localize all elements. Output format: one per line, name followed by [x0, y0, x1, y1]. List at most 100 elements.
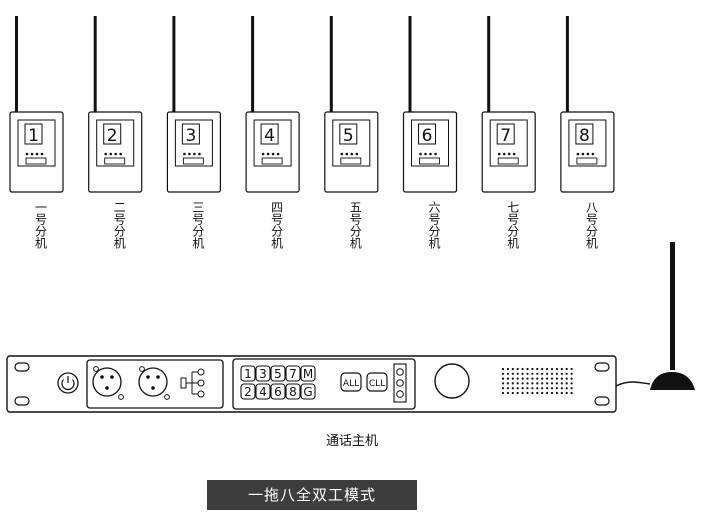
antenna-icon	[408, 16, 412, 112]
rack-slot-icon	[14, 396, 30, 406]
rack-slot-icon	[594, 396, 610, 406]
led-dot	[434, 152, 437, 156]
led-dot	[183, 152, 186, 156]
rack-slot-icon	[594, 362, 610, 372]
beltpack-unit: 3	[166, 16, 221, 193]
channel-key-label: 6	[274, 385, 282, 399]
antenna-icon	[487, 16, 491, 112]
channel-key: 3	[255, 365, 271, 382]
channel-number-box	[496, 123, 515, 145]
led-dot	[355, 152, 359, 156]
led-dot	[507, 152, 511, 156]
beltpack-display	[340, 157, 362, 165]
beltpack-display	[104, 157, 126, 165]
led-dot	[340, 152, 344, 156]
channel-key-label: 1	[244, 367, 252, 381]
host-label: 通话主机	[325, 434, 378, 449]
unit-label: 七号分机	[505, 201, 520, 249]
led-dot	[581, 152, 585, 156]
channel-number: 4	[264, 126, 275, 146]
led-dot	[30, 152, 34, 156]
unit-label: 一号分机	[33, 201, 48, 249]
channel-key: 8	[285, 383, 301, 400]
power-button-icon	[57, 372, 79, 394]
led-dot	[198, 152, 201, 156]
led-dot	[25, 152, 29, 156]
channel-number-box	[103, 123, 122, 145]
channel-key-label: 7	[289, 367, 297, 381]
mode-banner: 一拖八全双工模式	[207, 480, 417, 510]
led-dot	[271, 152, 275, 156]
channel-key: 2	[240, 383, 256, 400]
beltpack-unit: 8	[560, 16, 615, 193]
beltpack-display	[25, 157, 47, 165]
volume-knob-icon	[434, 363, 470, 399]
unit-label: 二号分机	[112, 201, 127, 249]
led-dot	[345, 152, 349, 156]
antenna-icon	[329, 16, 333, 112]
channel-number-box	[339, 123, 358, 145]
led-dot	[119, 152, 122, 156]
led-dot	[193, 152, 196, 156]
beltpack-unit: 1	[9, 16, 64, 193]
led-dot	[424, 152, 427, 156]
led-dot	[276, 152, 280, 156]
channel-number: 5	[343, 126, 354, 146]
channel-number: 3	[185, 126, 196, 146]
unit-label: 四号分机	[269, 201, 284, 249]
led-dot	[188, 152, 191, 156]
beltpack-display	[261, 157, 283, 165]
channel-key-label: G	[303, 385, 312, 399]
led-dot	[502, 152, 506, 156]
beltpack-unit: 5	[324, 16, 379, 193]
antenna-icon	[251, 16, 255, 112]
beltpack-display	[419, 157, 440, 165]
channel-key: 7	[285, 365, 301, 382]
channel-number: 7	[500, 126, 511, 146]
antenna-icon	[15, 16, 18, 112]
unit-label: 八号分机	[584, 201, 599, 249]
channel-number-box	[575, 123, 594, 145]
led-dot	[591, 152, 595, 156]
channel-key-label: M	[303, 367, 313, 381]
led-dot	[35, 152, 39, 156]
led-dot	[497, 152, 501, 156]
led-dot	[419, 152, 422, 156]
channel-key-label: 5	[274, 367, 282, 381]
channel-key: 1	[240, 365, 256, 382]
led-dot	[109, 152, 112, 156]
led-dot	[512, 152, 516, 156]
unit-label: 六号分机	[427, 201, 441, 249]
channel-number-box	[418, 123, 436, 145]
led-dot	[114, 152, 117, 156]
led-dot	[266, 152, 270, 156]
base-antenna-icon	[615, 242, 695, 390]
network-connector-icon	[180, 368, 205, 398]
antenna-icon	[565, 16, 569, 112]
xlr-connector-icon	[138, 366, 170, 400]
beltpack-display	[576, 157, 598, 165]
cll-button: CLL	[366, 372, 388, 392]
led-dot	[104, 152, 107, 156]
led-dot	[429, 152, 432, 156]
channel-key-label: 2	[244, 385, 252, 399]
channel-number-box	[260, 123, 279, 145]
channel-number: 2	[107, 126, 118, 146]
channel-number-box	[24, 123, 43, 145]
led-dot	[40, 152, 44, 156]
beltpack-unit: 7	[481, 16, 536, 193]
xlr-connector-icon	[92, 366, 124, 400]
beltpack-unit: 4	[245, 16, 300, 193]
cll-button-label: CLL	[369, 379, 385, 389]
beltpack-display	[497, 157, 519, 165]
channel-key-label: 3	[259, 367, 267, 381]
channel-number: 8	[579, 126, 590, 146]
channel-number: 1	[28, 126, 39, 146]
channel-key: M	[300, 365, 316, 382]
led-dot	[261, 152, 265, 156]
speaker-grille	[500, 366, 576, 396]
channel-key: 6	[270, 383, 286, 400]
